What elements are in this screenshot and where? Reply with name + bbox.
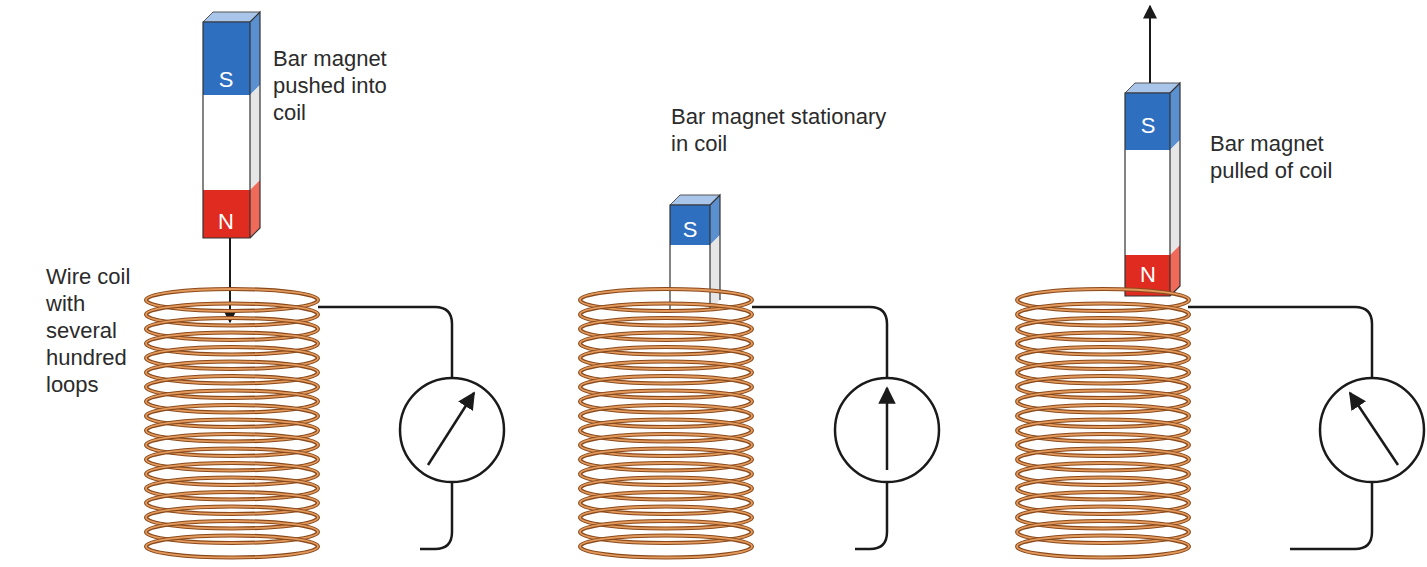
coil-loop: [146, 536, 318, 558]
coil-loop: [1017, 536, 1189, 558]
part-label: Wire coil with several hundred loops: [46, 263, 146, 398]
caption-label: Bar magnet pulled of coil: [1210, 130, 1360, 184]
pole-label: N: [206, 211, 246, 233]
coil-loop: [580, 536, 752, 558]
circuit-wires: [318, 307, 1372, 549]
pole-label: S: [670, 219, 710, 241]
coil-loop: [580, 536, 752, 558]
pole-label: N: [1128, 264, 1168, 286]
wire-coil: [146, 289, 1189, 558]
bar-magnet: [203, 12, 260, 322]
coil-loop: [146, 536, 318, 558]
caption-label: Bar magnet pushed into coil: [273, 45, 403, 126]
bar-magnet: [1125, 6, 1180, 296]
caption-label: Bar magnet stationary in coil: [671, 103, 891, 157]
pole-label: S: [1128, 115, 1168, 137]
coil-loop: [1017, 536, 1189, 558]
galvanometer: [400, 378, 1424, 482]
pole-label: S: [206, 69, 246, 91]
bar-magnet: [670, 195, 720, 310]
